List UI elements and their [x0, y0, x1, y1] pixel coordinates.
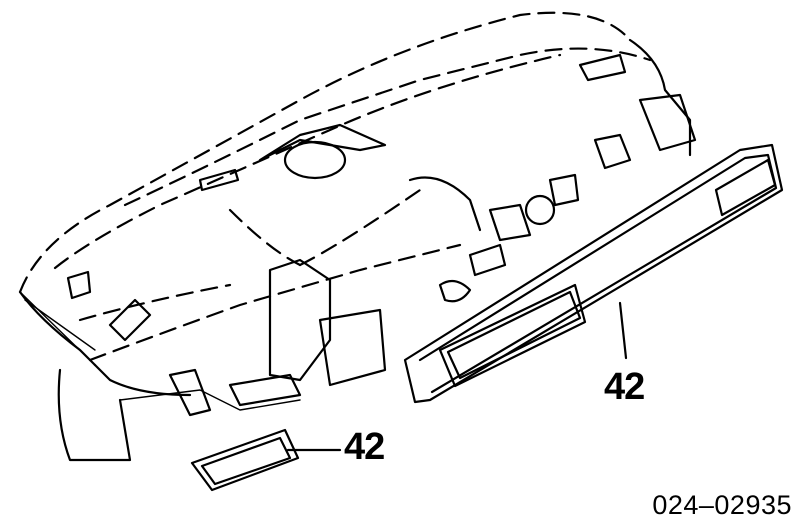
diagram-code: 024–02935 — [652, 490, 792, 520]
trim-panel-left — [190, 428, 300, 492]
dashboard-outline — [18, 11, 692, 462]
callout-label-42-left: 42 — [344, 426, 385, 468]
trim-panel-right — [403, 143, 784, 404]
callout-label-42-right: 42 — [604, 366, 645, 408]
leader-lines — [286, 301, 628, 452]
dashboard-details — [19, 53, 697, 417]
